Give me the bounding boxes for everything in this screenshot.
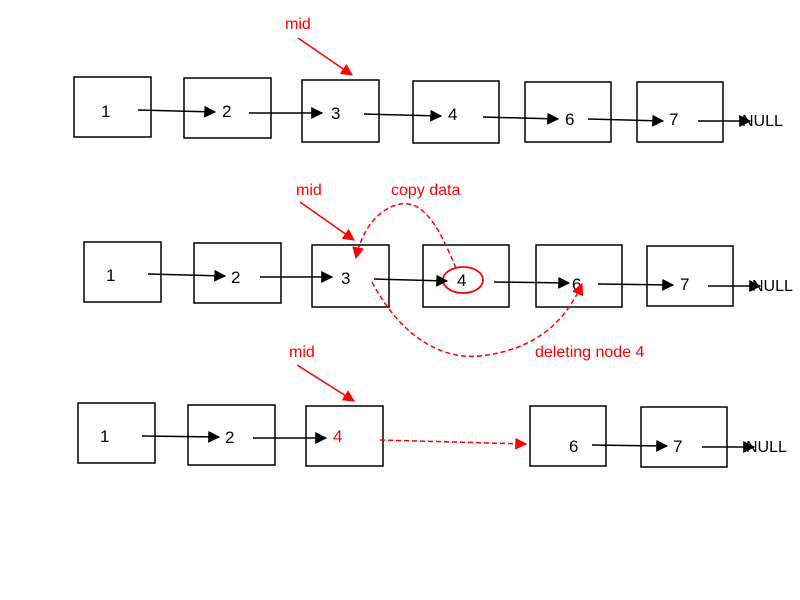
next-pointer-arrow [591,439,669,452]
list-node-mid: 3 [301,79,380,143]
mid-label: mid [285,16,311,33]
list-node: 1 [73,76,152,138]
node-value: 3 [331,104,340,123]
node-value: 6 [565,110,574,129]
list-node-mid: 3 [311,244,390,308]
relink-arrow [371,281,584,358]
node-value: 7 [680,275,689,294]
copy-data-annotation: copy data [391,182,460,199]
list-node: 7 [640,406,728,468]
mid-pointer-arrow [299,201,355,241]
next-pointer-arrow [597,278,675,291]
node-value: 3 [341,269,350,288]
list-node: 4 [412,80,500,144]
list-node: 7 [646,245,734,307]
list-node-deleted: 4 [422,244,510,308]
node-value-copied: 4 [333,427,342,446]
deleting-node-annotation: deleting node 4 [535,344,645,361]
next-pointer-arrow [141,430,221,443]
node-value: 4 [448,105,457,124]
null-terminator: NULL [752,278,793,295]
next-pointer-arrow [493,276,571,289]
next-pointer-arrow [482,112,560,125]
next-pointer-arrow [363,109,443,122]
copy-data-arrow [352,202,457,269]
node-value: 6 [572,275,581,294]
list-node: 6 [529,405,607,467]
next-pointer-arrow [587,114,665,127]
node-value: 7 [673,437,682,456]
list-row-original: 1 2 3 4 6 7 NULL mid [73,16,783,144]
list-node-mid: 4 [305,405,384,467]
node-value: 6 [569,437,578,456]
list-node: 1 [77,402,156,464]
node-value: 1 [106,266,115,285]
list-node: 2 [193,242,282,304]
node-value: 1 [100,427,109,446]
list-node: 7 [636,81,724,143]
mid-pointer-arrow [296,364,356,402]
next-pointer-arrow [147,269,227,282]
mid-label: mid [289,344,315,361]
node-value: 2 [225,428,234,447]
node-value: 2 [222,102,231,121]
list-node: 6 [524,81,612,143]
node-value: 2 [231,268,240,287]
list-node: 1 [83,241,162,303]
list-node: 2 [183,77,272,139]
next-pointer-arrow [137,105,217,118]
next-pointer-arrow [373,274,449,287]
node-value: 4 [457,271,466,290]
mid-pointer-arrow [297,37,353,76]
null-terminator: NULL [742,113,783,130]
list-node: 2 [187,404,276,466]
null-terminator: NULL [746,439,787,456]
list-row-copy-step: 1 2 3 4 6 7 NULL mid co [83,182,793,361]
list-node: 6 [535,244,623,308]
node-value: 1 [101,102,110,121]
relinked-pointer-arrow [379,437,528,450]
mid-label: mid [296,182,322,199]
list-row-result: 1 2 4 6 7 NULL mid [77,344,787,468]
node-value: 7 [669,110,678,129]
